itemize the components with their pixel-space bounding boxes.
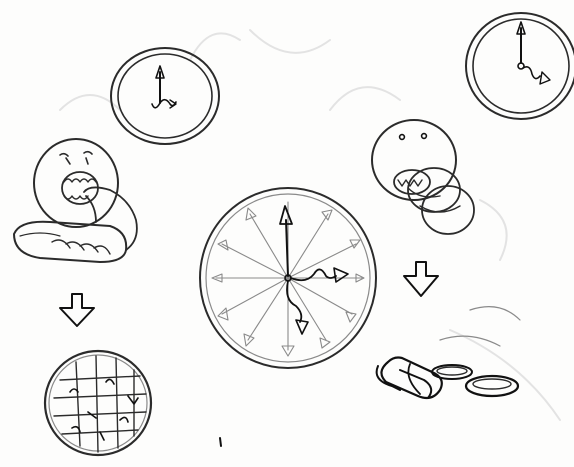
small-clock-icon [111,48,219,144]
waffle-food-icon [45,351,151,455]
top-right-clock-icon [466,13,574,119]
large-central-clock-icon [200,188,376,368]
face-eating-icon [372,120,474,234]
faint-background-marks [60,30,560,420]
stray-mark [220,438,221,446]
down-arrow-icon [404,262,438,296]
down-arrow-icon [60,294,94,326]
pills-icon [377,307,520,398]
hand-to-mouth-icon [14,139,137,262]
